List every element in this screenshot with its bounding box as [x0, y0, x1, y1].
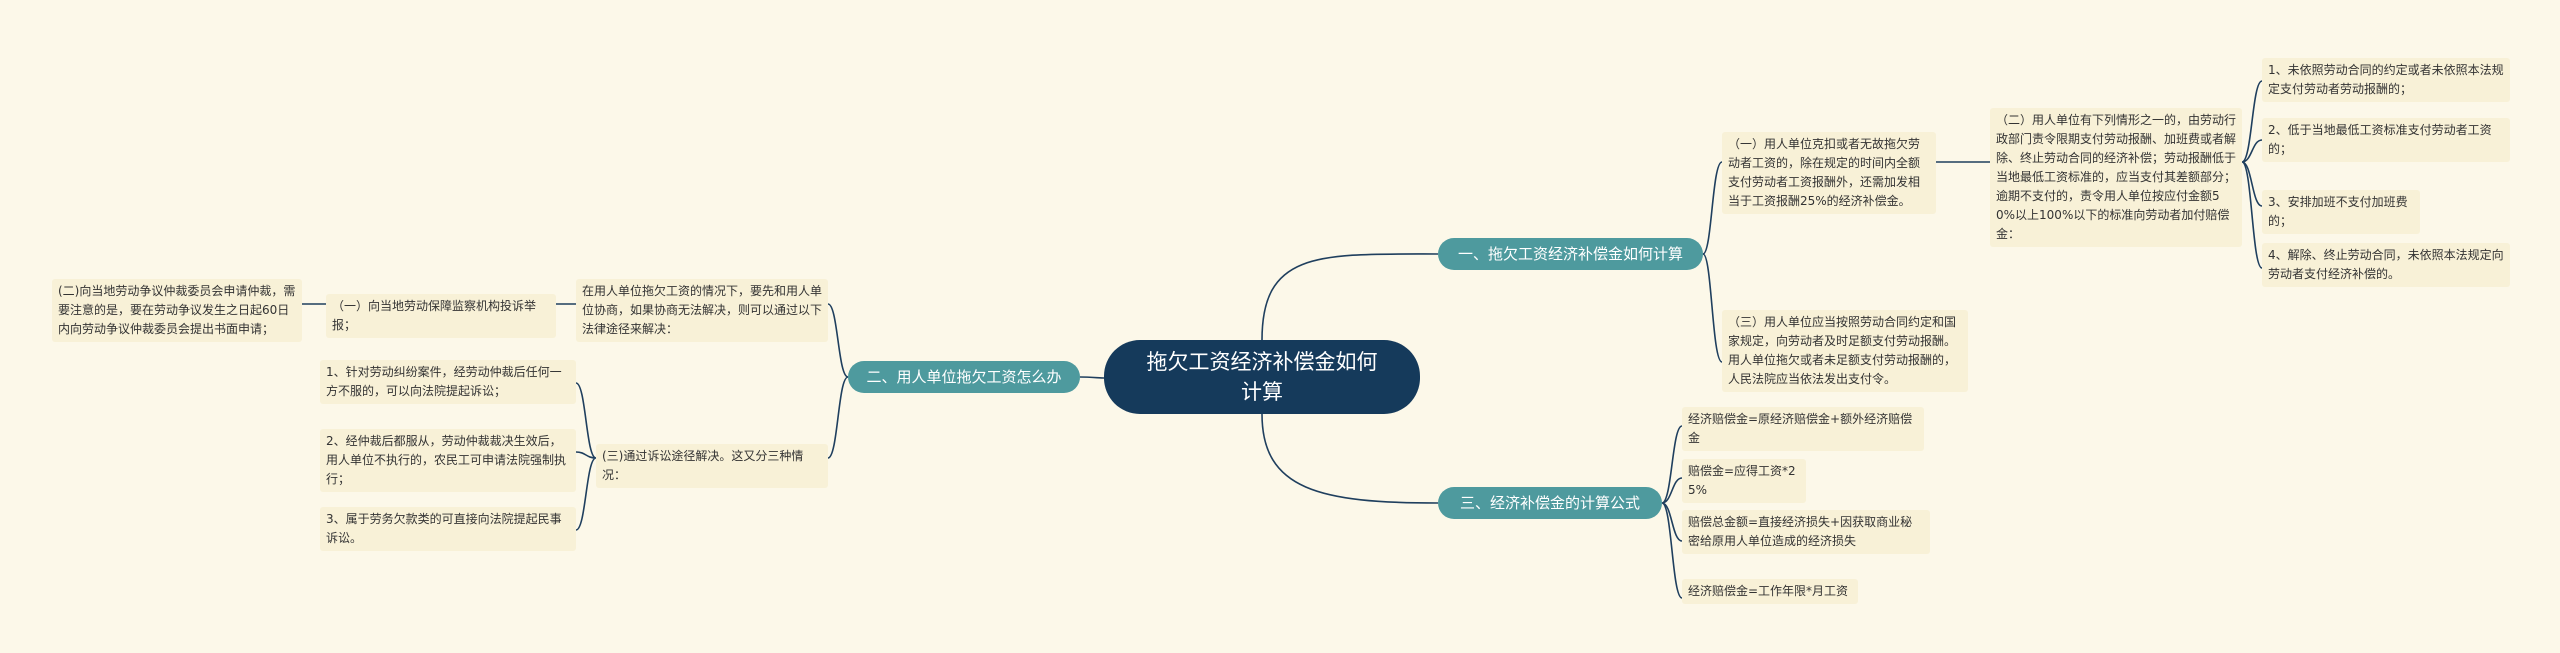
- branch-3[interactable]: 三、经济补偿金的计算公式: [1438, 487, 1662, 519]
- root-title: 拖欠工资经济补偿金如何计算: [1146, 350, 1378, 404]
- branch1-sub-4[interactable]: 4、解除、终止劳动合同，未依照本法规定向劳动者支付经济补偿的。: [2262, 243, 2510, 287]
- branch3-item-1[interactable]: 经济赔偿金=原经济赔偿金+额外经济赔偿金: [1682, 407, 1924, 451]
- link-root-branch3: [1261, 413, 1439, 504]
- branch-2[interactable]: 二、用人单位拖欠工资怎么办: [848, 361, 1080, 393]
- branch2-sub-3[interactable]: 3、属于劳务欠款类的可直接向法院提起民事诉讼。: [320, 507, 576, 551]
- branch3-item-2[interactable]: 赔偿金=应得工资*25%: [1682, 459, 1806, 503]
- branch2-item-1-child[interactable]: (二)向当地劳动争议仲裁委员会申请仲裁，需要注意的是，要在劳动争议发生之日起60…: [52, 279, 302, 342]
- link-branch2-intro: [827, 303, 849, 378]
- branch1-item-1-child[interactable]: （二）用人单位有下列情形之一的，由劳动行政部门责令限期支付劳动报酬、加班费或者解…: [1990, 108, 2242, 247]
- link-root-branch1: [1261, 253, 1439, 341]
- link-branch1-item2: [1702, 253, 1723, 363]
- branch1-item-1[interactable]: （一）用人单位克扣或者无故拖欠劳动者工资的，除在规定的时间内全额支付劳动者工资报…: [1722, 132, 1936, 214]
- branch3-item-4[interactable]: 经济赔偿金=工作年限*月工资: [1682, 579, 1858, 604]
- root-topic[interactable]: 拖欠工资经济补偿金如何计算: [1104, 340, 1420, 414]
- link-branch3-items: [1661, 425, 1683, 599]
- link-branch2-item3: [827, 376, 849, 459]
- branch1-sub-3[interactable]: 3、安排加班不支付加班费的；: [2262, 190, 2420, 234]
- branch2-intro[interactable]: 在用人单位拖欠工资的情况下，要先和用人单位协商，如果协商无法解决，则可以通过以下…: [576, 279, 828, 342]
- branch3-item-3[interactable]: 赔偿总金额=直接经济损失+因获取商业秘密给原用人单位造成的经济损失: [1682, 510, 1930, 554]
- link-item3-sub: [575, 382, 597, 531]
- branch1-sub-2[interactable]: 2、低于当地最低工资标准支付劳动者工资的；: [2262, 118, 2510, 162]
- branch2-item-3[interactable]: (三)通过诉讼途径解决。这又分三种情况：: [596, 444, 828, 488]
- branch2-sub-2[interactable]: 2、经仲裁后都服从，劳动仲裁裁决生效后，用人单位不执行的，农民工可申请法院强制执…: [320, 429, 576, 492]
- link-root-branch2: [1079, 376, 1105, 379]
- branch2-sub-1[interactable]: 1、针对劳动纠纷案件，经劳动仲裁后任何一方不服的，可以向法院提起诉讼；: [320, 360, 576, 404]
- branch1-sub-1[interactable]: 1、未依照劳动合同的约定或者未依照本法规定支付劳动者劳动报酬的；: [2262, 58, 2510, 102]
- branch-1[interactable]: 一、拖欠工资经济补偿金如何计算: [1438, 238, 1703, 270]
- link-branch1-item1: [1702, 161, 1723, 255]
- link-child-sub: [2241, 80, 2263, 269]
- branch1-item-2[interactable]: （三）用人单位应当按照劳动合同约定和国家规定，向劳动者及时足额支付劳动报酬。用人…: [1722, 310, 1968, 392]
- branch2-item-1[interactable]: （一）向当地劳动保障监察机构投诉举报；: [326, 294, 556, 338]
